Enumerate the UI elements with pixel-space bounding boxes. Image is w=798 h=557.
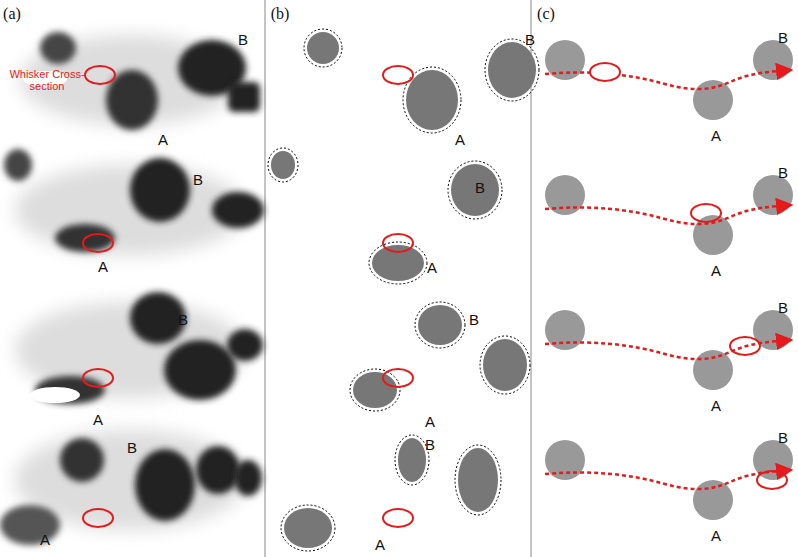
panel-label: (a): [3, 5, 21, 23]
point-label: B: [425, 437, 435, 454]
point-label: A: [711, 398, 721, 415]
point-label: A: [711, 128, 721, 145]
point-label: B: [127, 440, 137, 457]
point-label: A: [158, 132, 168, 149]
point-label: B: [778, 30, 788, 47]
point-label: A: [455, 132, 465, 149]
panel-label: (b): [271, 5, 290, 23]
point-label: B: [778, 430, 788, 447]
point-label: B: [238, 32, 248, 49]
point-label: A: [711, 528, 721, 545]
point-label: A: [375, 537, 385, 554]
point-label: B: [778, 300, 788, 317]
point-label: B: [778, 165, 788, 182]
point-label: A: [425, 414, 435, 431]
point-label: A: [98, 259, 108, 276]
panel-label: (c): [537, 5, 555, 23]
point-label: A: [427, 260, 437, 277]
point-label: A: [93, 412, 103, 429]
point-label: B: [178, 312, 188, 329]
point-label: B: [525, 32, 535, 49]
point-label: B: [469, 312, 479, 329]
point-label: A: [711, 263, 721, 280]
annotation-label: Whisker Cross-section: [8, 68, 86, 92]
point-label: B: [193, 172, 203, 189]
point-label: A: [40, 532, 50, 549]
point-label: B: [475, 180, 485, 197]
